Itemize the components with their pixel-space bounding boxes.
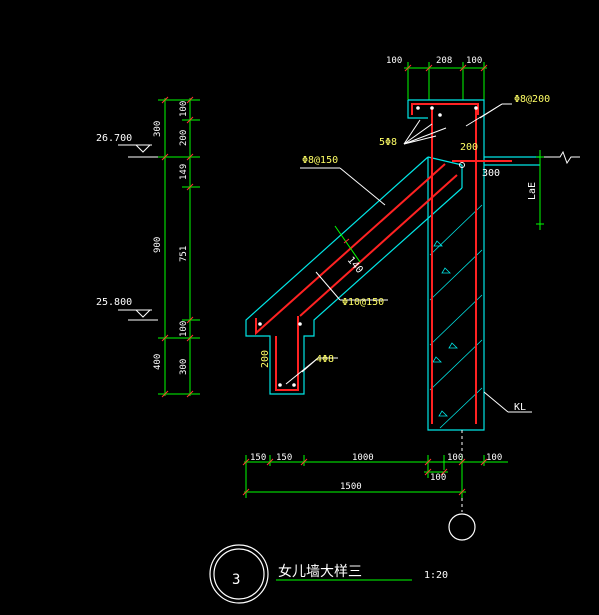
left-dim-400: 400 bbox=[153, 354, 163, 370]
label-phi8-150: Φ8@150 bbox=[302, 155, 338, 166]
title-scale: 1:20 bbox=[424, 570, 448, 581]
bottom-dim-100-a: 100 bbox=[447, 453, 463, 463]
left-dim-300-top: 300 bbox=[153, 121, 163, 137]
bottom-dimension-chains bbox=[244, 430, 508, 512]
bottom-dim-1000: 1000 bbox=[352, 453, 374, 463]
left-dim-751: 751 bbox=[179, 246, 189, 262]
top-dim-100-right: 100 bbox=[466, 56, 482, 66]
rebar bbox=[255, 103, 512, 424]
label-5phi8: 5Φ8 bbox=[379, 137, 397, 148]
bottom-dim-100-c: 100 bbox=[430, 473, 446, 483]
left-dim-300-bot: 300 bbox=[179, 359, 189, 375]
bottom-dim-100-b: 100 bbox=[486, 453, 502, 463]
top-dim-208: 208 bbox=[436, 56, 452, 66]
left-dim-100-b: 100 bbox=[179, 321, 189, 337]
label-200-side: 200 bbox=[260, 350, 271, 368]
bottom-dim-150-b: 150 bbox=[276, 453, 292, 463]
top-dim-100-left: 100 bbox=[386, 56, 402, 66]
label-phi10-150: Φ10@150 bbox=[342, 297, 384, 308]
bottom-dim-150-a: 150 bbox=[250, 453, 266, 463]
elevation-top: 26.700 bbox=[96, 133, 132, 144]
label-4phi8: 4Φ8 bbox=[316, 354, 334, 365]
left-dim-200: 200 bbox=[179, 130, 189, 146]
left-elevation-scale bbox=[118, 96, 200, 398]
left-dim-100-a: 100 bbox=[179, 101, 189, 117]
leader-lines bbox=[285, 103, 532, 413]
label-phi8-200: Φ8@200 bbox=[514, 94, 550, 105]
title-name: 女儿墙大样三 bbox=[278, 563, 362, 580]
elevation-bottom: 25.800 bbox=[96, 297, 132, 308]
rebar-dots bbox=[258, 106, 478, 387]
left-dim-900: 900 bbox=[153, 237, 163, 253]
concrete-outline bbox=[245, 99, 540, 431]
bottom-dim-1500: 1500 bbox=[340, 482, 362, 492]
slab-annotations bbox=[334, 150, 580, 263]
axis-marker-circle bbox=[448, 513, 476, 541]
title-block bbox=[209, 544, 412, 604]
label-200-top: 200 bbox=[460, 142, 478, 153]
concrete-hatch bbox=[429, 204, 483, 429]
top-dimension-chain bbox=[404, 62, 488, 100]
label-kl: KL bbox=[514, 402, 526, 413]
label-lae: LaE bbox=[527, 182, 538, 200]
left-dim-149: 149 bbox=[179, 164, 189, 180]
label-300: 300 bbox=[482, 168, 500, 179]
bottom-dim-ticks bbox=[242, 458, 488, 496]
title-number: 3 bbox=[232, 572, 240, 588]
